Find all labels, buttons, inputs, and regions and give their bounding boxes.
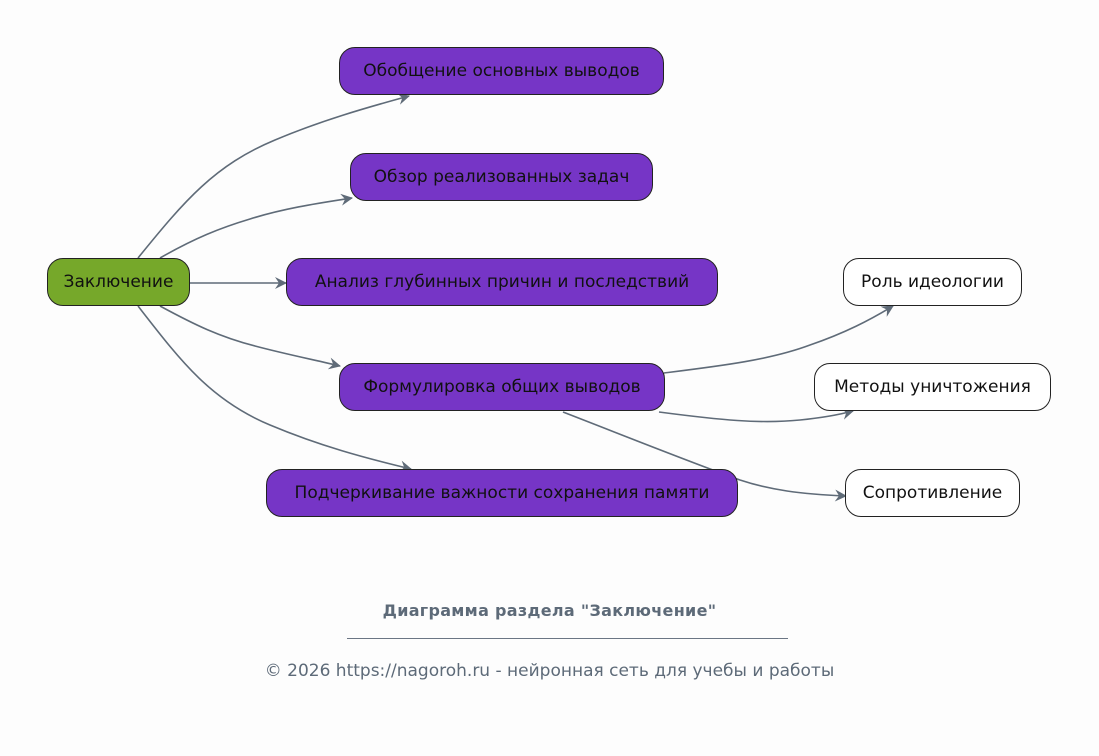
edge-root-n4 — [159, 305, 341, 370]
edge-n4-l2 — [658, 408, 854, 423]
node-label: Подчеркивание важности сохранения памяти — [294, 483, 710, 503]
edge-root-n2 — [159, 193, 353, 259]
edge-n4-l1 — [663, 305, 894, 374]
node-general-conclusions[interactable]: Формулировка общих выводов — [339, 363, 665, 411]
node-root[interactable]: Заключение — [47, 258, 190, 306]
node-memory-importance[interactable]: Подчеркивание важности сохранения памяти — [266, 469, 738, 517]
node-root-causes[interactable]: Анализ глубинных причин и последствий — [286, 258, 718, 306]
node-label: Сопротивление — [862, 483, 1003, 503]
edge-root-n1 — [137, 93, 410, 259]
footer-copyright: © 2026 https://nagoroh.ru - нейронная се… — [264, 661, 835, 681]
node-label: Методы уничтожения — [834, 377, 1031, 397]
node-root-label: Заключение — [63, 272, 174, 292]
node-label: Роль идеологии — [861, 272, 1004, 292]
node-destruction-methods[interactable]: Методы уничтожения — [814, 363, 1051, 411]
edge-root-n5 — [137, 305, 412, 473]
diagram-title: Диаграмма раздела "Заключение" — [382, 601, 717, 620]
node-tasks-review[interactable]: Обзор реализованных задач — [350, 153, 653, 201]
node-generalization[interactable]: Обобщение основных выводов — [339, 47, 664, 95]
node-label: Формулировка общих выводов — [363, 377, 641, 397]
node-label: Обзор реализованных задач — [373, 167, 630, 187]
title-divider — [347, 638, 788, 639]
node-label: Анализ глубинных причин и последствий — [314, 272, 690, 292]
node-resistance[interactable]: Сопротивление — [845, 469, 1020, 517]
node-ideology-role[interactable]: Роль идеологии — [843, 258, 1022, 306]
node-label: Обобщение основных выводов — [363, 61, 640, 81]
